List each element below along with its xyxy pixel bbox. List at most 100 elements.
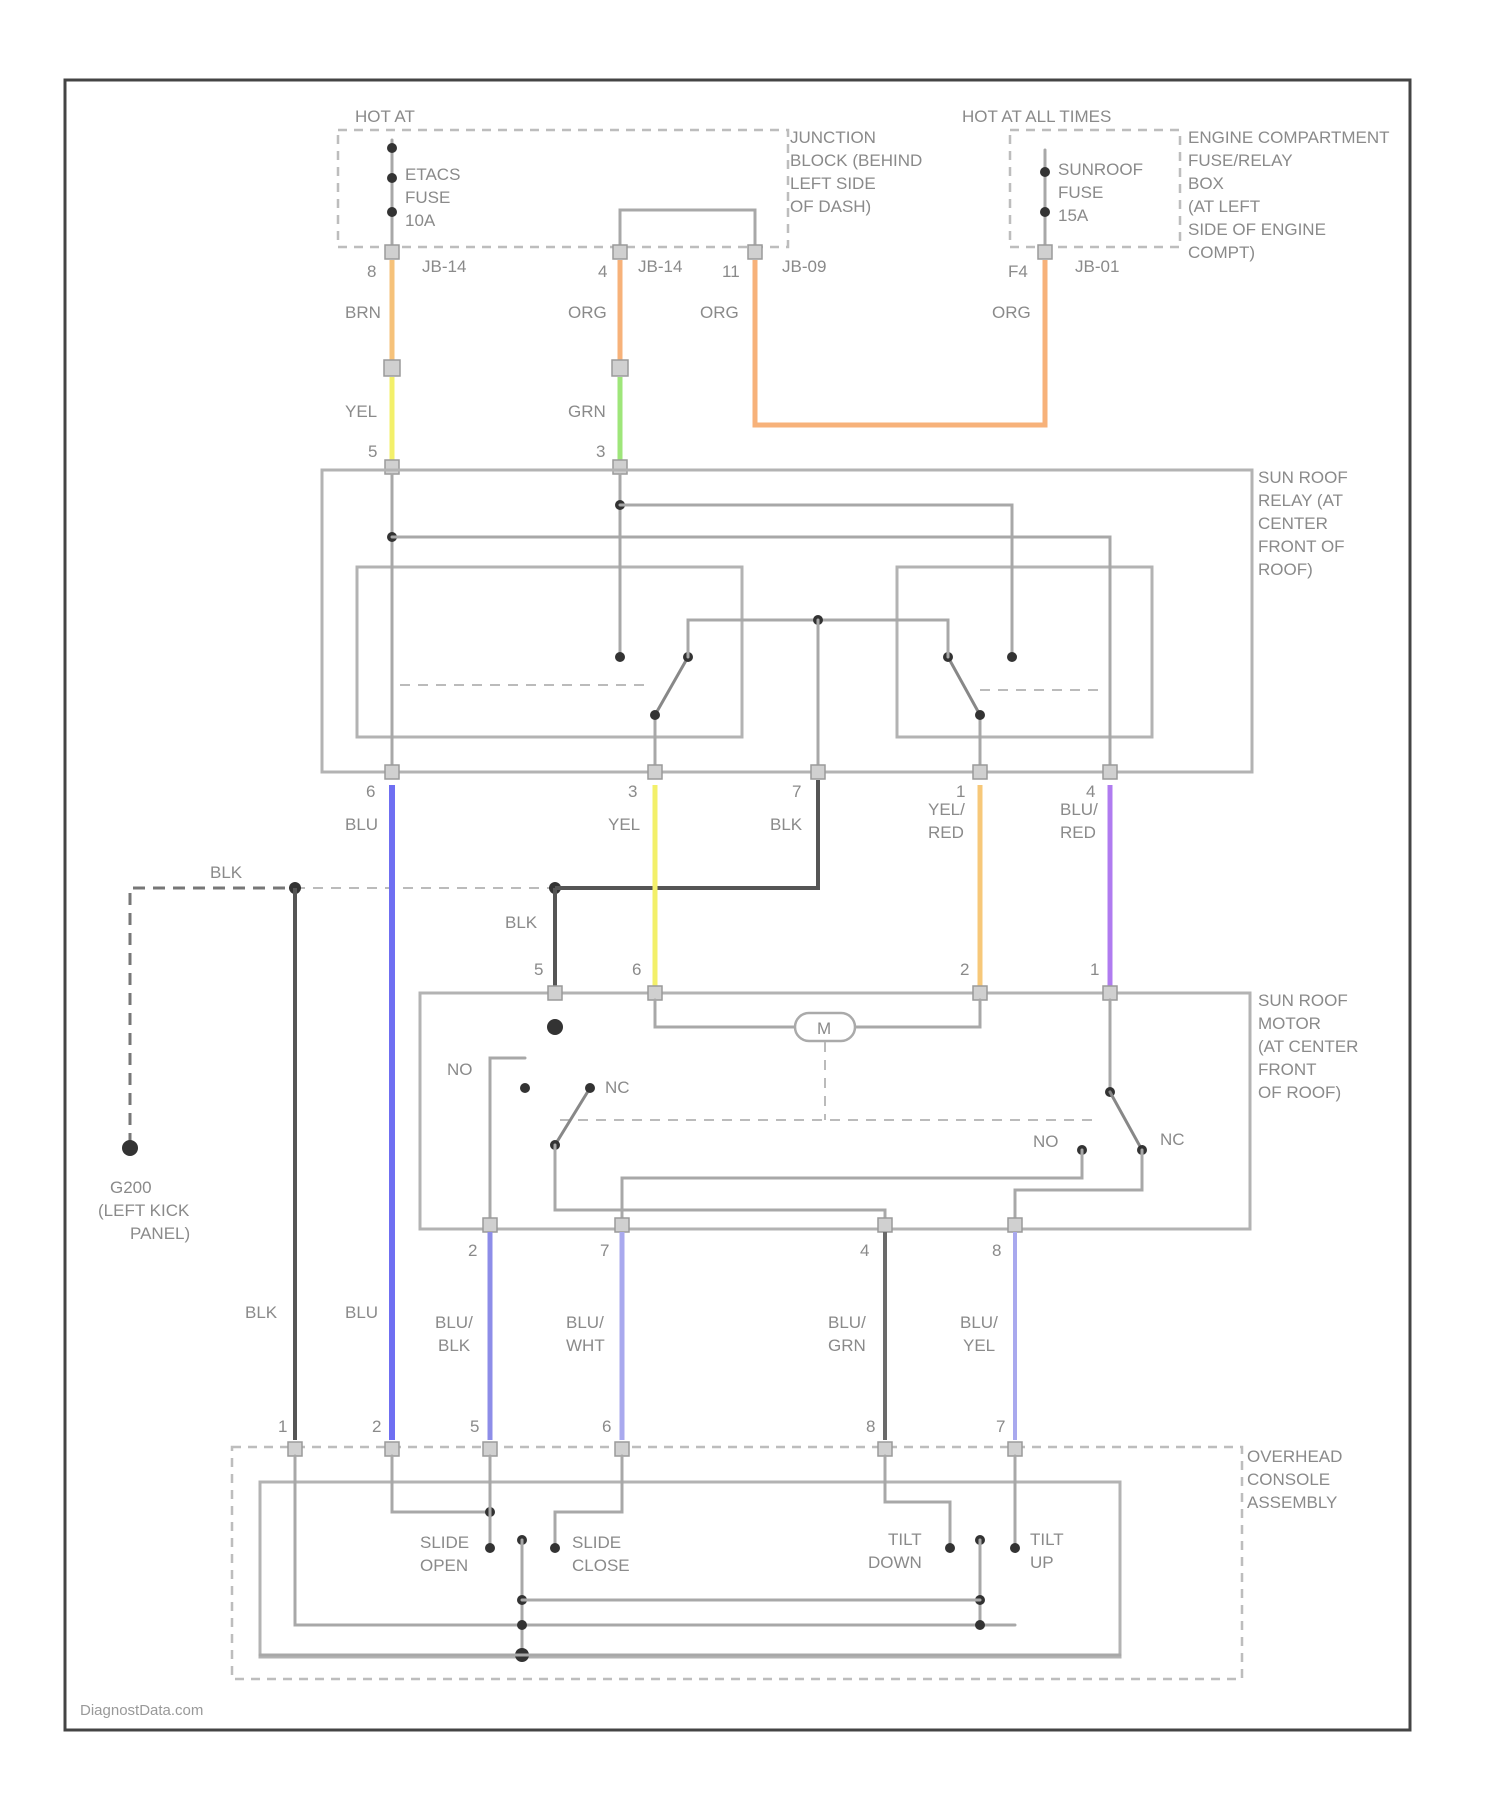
hot-at-label: HOT AT xyxy=(355,107,415,126)
wire-yel-red-label-1: YEL/ xyxy=(928,800,965,819)
sunroof-fuse-label-1: SUNROOF xyxy=(1058,160,1143,179)
sunroof-relay-label-2: RELAY (AT xyxy=(1258,491,1343,510)
wire-blu-blk-label-1: BLU/ xyxy=(435,1313,473,1332)
pin-console-6: 7 xyxy=(996,1417,1005,1436)
sunroof-motor-label-3: (AT CENTER xyxy=(1258,1037,1358,1056)
wire-blu-label-upper: BLU xyxy=(345,815,378,834)
wire-yel-label-upper: YEL xyxy=(345,402,377,421)
engine-fuse-box-label-3: BOX xyxy=(1188,174,1224,193)
slide-close-label-2: CLOSE xyxy=(572,1556,630,1575)
overhead-console-label-3: ASSEMBLY xyxy=(1247,1493,1337,1512)
sunroof-relay-label-1: SUN ROOF xyxy=(1258,468,1348,487)
wire-org-3-label: ORG xyxy=(992,303,1031,322)
sunroof-relay-label-5: ROOF) xyxy=(1258,560,1313,579)
engine-fuse-box-label-1: ENGINE COMPARTMENT xyxy=(1188,128,1390,147)
overhead-console-label-1: OVERHEAD xyxy=(1247,1447,1342,1466)
motor-label: M xyxy=(817,1019,831,1038)
ground-wire-dashed xyxy=(130,888,295,1145)
motor-switch-left-no: NO xyxy=(447,1060,473,1079)
wire-blu-wht-label-1: BLU/ xyxy=(566,1313,604,1332)
junction-block-label-2: BLOCK (BEHIND xyxy=(790,151,922,170)
junction-block-label-1: JUNCTION xyxy=(790,128,876,147)
pin-motor-out-1: 2 xyxy=(468,1241,477,1260)
wire-blu-grn-label-1: BLU/ xyxy=(828,1313,866,1332)
wire-grn-label: GRN xyxy=(568,402,606,421)
pin-jb09: 11 xyxy=(722,262,740,281)
pin-console-5: 8 xyxy=(866,1417,875,1436)
wire-blu-yel-label-2: YEL xyxy=(963,1336,995,1355)
pin-console-2: 2 xyxy=(372,1417,381,1436)
hot-at-all-times-label: HOT AT ALL TIMES xyxy=(962,107,1111,126)
pin-motor-out-2: 7 xyxy=(600,1241,609,1260)
wire-brn-label: BRN xyxy=(345,303,381,322)
connector-jb14-b: JB-14 xyxy=(638,257,682,276)
motor-switch-right-nc: NC xyxy=(1160,1130,1185,1149)
connector-jb09: JB-09 xyxy=(782,257,826,276)
sunroof-fuse-label-3: 15A xyxy=(1058,206,1089,225)
sunroof-relay-label-3: CENTER xyxy=(1258,514,1328,533)
wire-blu-blk-label-2: BLK xyxy=(438,1336,471,1355)
pin-console-3: 5 xyxy=(470,1417,479,1436)
etacs-fuse-label-3: 10A xyxy=(405,211,436,230)
junction-block-label-4: OF DASH) xyxy=(790,197,871,216)
slide-open-label-2: OPEN xyxy=(420,1556,468,1575)
sunroof-motor-label-4: FRONT xyxy=(1258,1060,1317,1079)
motor-switch-left-nc: NC xyxy=(605,1078,630,1097)
wire-yel-label-middle: YEL xyxy=(608,815,640,834)
wire-blk-relay xyxy=(555,780,818,888)
connector-jb14-a: JB-14 xyxy=(422,257,466,276)
connector-jb01: JB-01 xyxy=(1075,257,1119,276)
ground-label-1: G200 xyxy=(110,1178,152,1197)
pin-relay-in-yel: 5 xyxy=(368,442,377,461)
wire-blk-label-motor: BLK xyxy=(505,913,538,932)
wire-blu-red-label-1: BLU/ xyxy=(1060,800,1098,819)
sunroof-relay-label-4: FRONT OF xyxy=(1258,537,1345,556)
pin-motor-out-4: 8 xyxy=(992,1241,1001,1260)
relay-left-coil-box xyxy=(357,567,742,737)
wire-blk-label-lower: BLK xyxy=(245,1303,278,1322)
etacs-fuse-label-2: FUSE xyxy=(405,188,450,207)
engine-fuse-box-label-4: (AT LEFT xyxy=(1188,197,1260,216)
wire-blu-red-label-2: RED xyxy=(1060,823,1096,842)
junction-block-label-3: LEFT SIDE xyxy=(790,174,876,193)
pin-relay-out-1: 6 xyxy=(366,782,375,801)
overhead-console-label-2: CONSOLE xyxy=(1247,1470,1330,1489)
tilt-up-label-2: UP xyxy=(1030,1553,1054,1572)
pin-relay-out-2: 3 xyxy=(628,782,637,801)
ground-label-2: (LEFT KICK xyxy=(98,1201,190,1220)
watermark: DiagnostData.com xyxy=(80,1702,203,1719)
pin-motor-out-3: 4 xyxy=(860,1241,869,1260)
pin-jb01: F4 xyxy=(1008,262,1028,281)
pin-relay-in-grn: 3 xyxy=(596,442,605,461)
pin-relay-out-3: 7 xyxy=(792,782,801,801)
pin-motor-in-1: 5 xyxy=(534,960,543,979)
wire-blu-yel-label-1: BLU/ xyxy=(960,1313,998,1332)
pin-motor-in-2: 6 xyxy=(632,960,641,979)
etacs-fuse-label-1: ETACS xyxy=(405,165,460,184)
slide-open-label-1: SLIDE xyxy=(420,1533,469,1552)
sunroof-motor-label-5: OF ROOF) xyxy=(1258,1083,1341,1102)
pin-motor-in-4: 1 xyxy=(1090,960,1099,979)
wire-org-1-label: ORG xyxy=(568,303,607,322)
pin-relay-out-4: 1 xyxy=(956,782,965,801)
pin-console-4: 6 xyxy=(602,1417,611,1436)
slide-close-label-1: SLIDE xyxy=(572,1533,621,1552)
tilt-up-label-1: TILT xyxy=(1030,1530,1064,1549)
ground-label-3: PANEL) xyxy=(130,1224,190,1243)
wire-blu-wht-label-2: WHT xyxy=(566,1336,605,1355)
pin-console-1: 1 xyxy=(278,1417,287,1436)
tilt-down-label-2: DOWN xyxy=(868,1553,922,1572)
wire-blu-label-lower: BLU xyxy=(345,1303,378,1322)
engine-fuse-box-label-2: FUSE/RELAY xyxy=(1188,151,1293,170)
wire-blu-grn-label-2: GRN xyxy=(828,1336,866,1355)
wire-org-2-label: ORG xyxy=(700,303,739,322)
pin-jb14-b: 4 xyxy=(598,262,607,281)
sunroof-motor-label-1: SUN ROOF xyxy=(1258,991,1348,1010)
wire-blk-label-relay: BLK xyxy=(770,815,803,834)
wire-org-2 xyxy=(755,260,1045,425)
sunroof-motor-label-2: MOTOR xyxy=(1258,1014,1321,1033)
tilt-down-label-1: TILT xyxy=(888,1530,922,1549)
wire-yel-red-label-2: RED xyxy=(928,823,964,842)
engine-fuse-box-label-5: SIDE OF ENGINE xyxy=(1188,220,1326,239)
